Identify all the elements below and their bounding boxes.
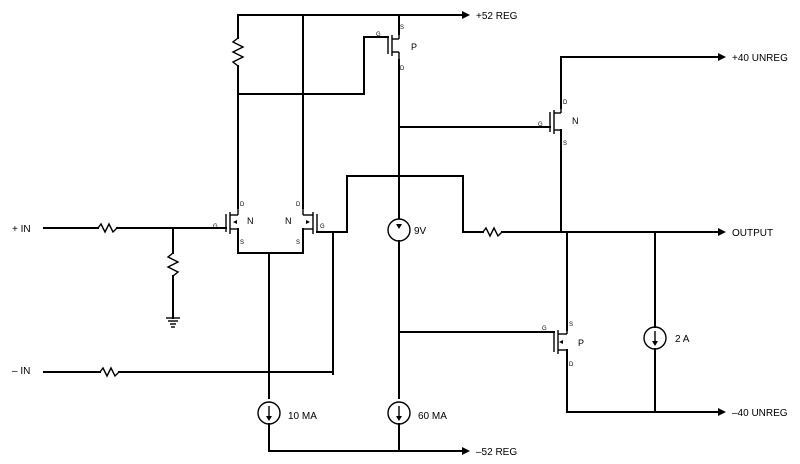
q5-gate-pin: G — [542, 326, 547, 332]
q4-source-pin: S — [563, 141, 567, 147]
q1-type: N — [247, 216, 254, 226]
q5-source-pin: S — [569, 322, 573, 328]
current-source-60ma: 60 MA — [387, 401, 447, 425]
tail-label: 10 MA — [288, 411, 317, 422]
minus-in-label: – IN — [12, 366, 30, 377]
output-label: OUTPUT — [732, 228, 773, 239]
q1-drain-pin: D — [240, 202, 245, 208]
q3-type: P — [411, 42, 417, 52]
plus-input: + IN — [12, 222, 227, 235]
load-resistor-left — [231, 14, 245, 209]
q2-gate-pin: G — [320, 224, 325, 230]
zener-label: 9V — [414, 226, 427, 237]
rail-minus-40: –40 UNREG — [566, 408, 788, 419]
q2-source-pin: S — [296, 240, 300, 246]
q4-drain-pin: D — [563, 100, 568, 106]
q5-type: P — [578, 338, 584, 348]
rail-minus-40-label: –40 UNREG — [732, 408, 788, 419]
q3-gate-pin: G — [376, 32, 381, 38]
transistor-q1-n: D G S N — [213, 202, 254, 246]
bias-label: 60 MA — [418, 411, 447, 422]
q5-drain-pin: D — [569, 362, 574, 368]
q2-drain-pin: D — [296, 202, 301, 208]
zener-9v: 9V — [387, 218, 427, 242]
plus-in-label: + IN — [12, 224, 31, 235]
bias-loop-wire — [332, 175, 464, 233]
transistor-q3-p: S G D P — [376, 14, 417, 72]
q4-gate-pin: G — [538, 122, 543, 128]
rail-minus-52: –52 REG — [268, 447, 517, 458]
minus-input: – IN — [12, 366, 334, 378]
transistor-q5-p: S G D P — [542, 322, 584, 368]
output-series-resistor — [462, 226, 562, 238]
ground-icon — [166, 317, 180, 328]
current-source-2a: 2 A — [643, 326, 690, 350]
transistor-q4-n: D G S N — [538, 100, 579, 147]
q1-gate-pin: G — [213, 224, 218, 230]
rail-plus-40-label: +40 UNREG — [732, 53, 788, 64]
gate-wire-p-top — [237, 36, 389, 95]
rail-plus-40: +40 UNREG — [560, 53, 788, 64]
current-source-10ma: 10 MA — [257, 401, 317, 425]
q3-source-pin: S — [400, 25, 404, 31]
q1-source-pin: S — [240, 240, 244, 246]
input-shunt-resistor — [166, 227, 180, 319]
rail-plus-52: +52 REG — [237, 11, 518, 22]
output-rail: OUTPUT — [560, 228, 773, 239]
q4-type: N — [572, 116, 579, 126]
rail-plus-52-label: +52 REG — [476, 11, 518, 22]
q2-gate-wire — [316, 231, 334, 375]
q2-type: N — [285, 216, 292, 226]
pulldown-label: 2 A — [675, 334, 690, 345]
rail-minus-52-label: –52 REG — [476, 447, 517, 458]
q3-drain-pin: D — [400, 66, 405, 72]
transistor-q2-n: D G S N — [285, 202, 325, 246]
